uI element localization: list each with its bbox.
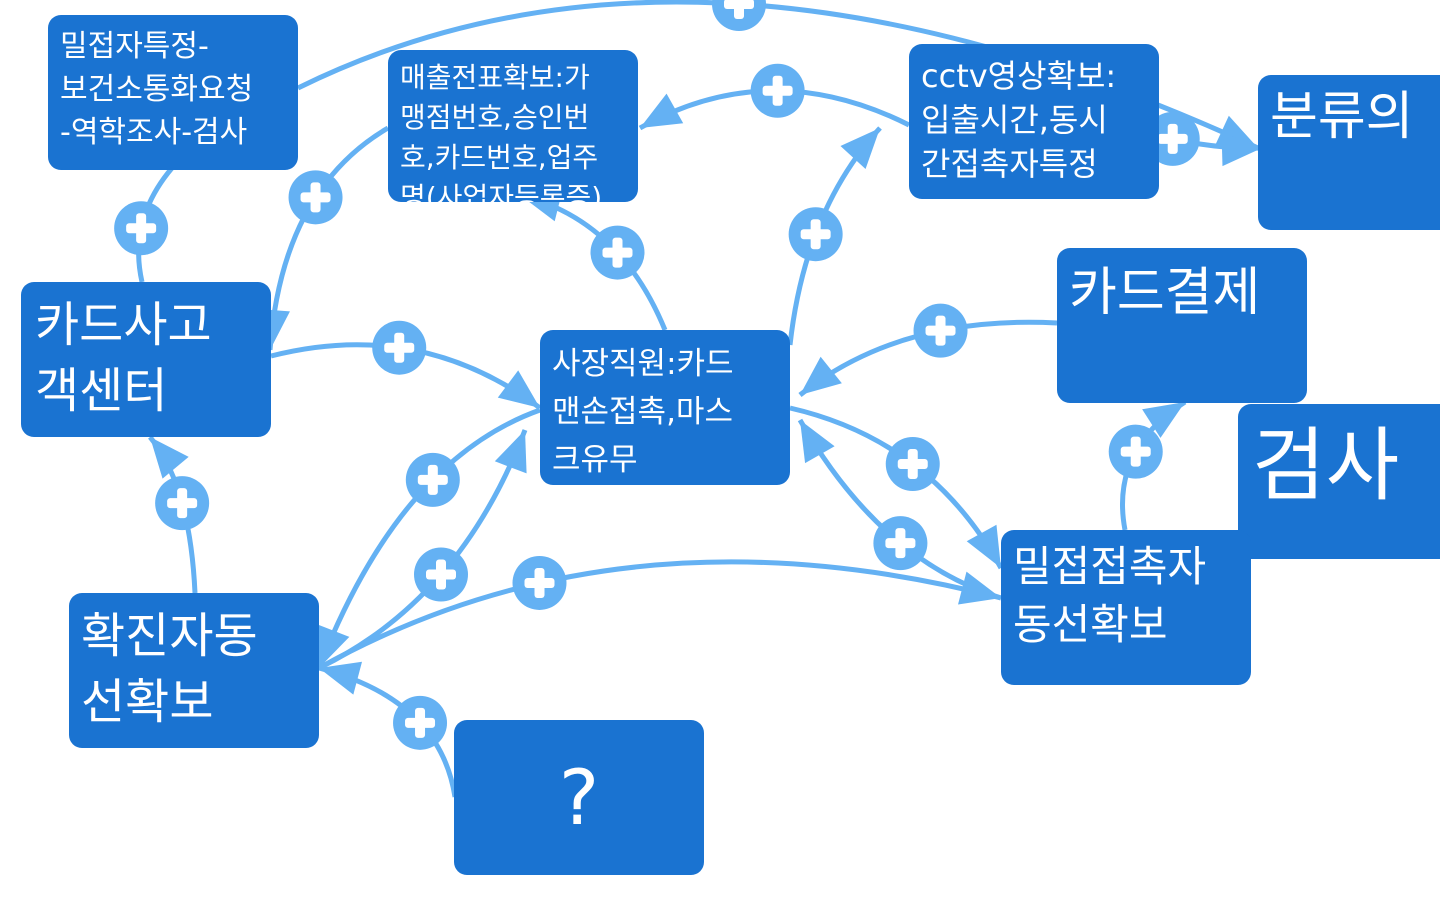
- arrow-head-icon: [1142, 402, 1185, 438]
- node-label: 카드사고 객센터: [35, 297, 212, 419]
- link-confirmed-to-card-center: [148, 435, 210, 594]
- plus-circle-icon[interactable]: [405, 452, 460, 507]
- node-question[interactable]: ?: [454, 720, 704, 875]
- plus-circle-icon[interactable]: [155, 476, 210, 531]
- link-owner-to-confirmed: [316, 407, 541, 669]
- plus-circle-icon[interactable]: [114, 201, 169, 256]
- node-label: 밀접자특정- 보건소통화요청 -역학조사-검사: [60, 29, 254, 150]
- plus-circle-icon[interactable]: [288, 170, 343, 225]
- arrow-head-icon: [497, 370, 540, 408]
- plus-circle-icon[interactable]: [1145, 111, 1200, 166]
- node-label: 분류의: [1270, 87, 1414, 147]
- node-classification[interactable]: 분류의: [1258, 75, 1440, 230]
- arrow-head-icon: [640, 93, 684, 128]
- link-owner-to-contact-route: [789, 405, 1004, 570]
- link-curve: [316, 407, 541, 669]
- plus-circle-icon[interactable]: [750, 63, 805, 118]
- plus-circle-icon[interactable]: [372, 320, 427, 375]
- link-card-center-to-close-contact: [114, 166, 174, 283]
- node-inspection[interactable]: 검사: [1238, 404, 1440, 559]
- arrow-head-icon: [150, 437, 189, 479]
- plus-circle-icon[interactable]: [885, 437, 940, 491]
- arrow-head-icon: [800, 356, 842, 395]
- link-cctv-to-sales-slip: [638, 63, 911, 131]
- link-owner-to-sales-slip: [519, 188, 668, 331]
- link-question-to-confirmed: [318, 661, 458, 798]
- plus-circle-icon[interactable]: [913, 303, 968, 358]
- node-label: cctv영상확보: 입출시간,동시 간접촉자특정: [921, 57, 1117, 183]
- node-cctv[interactable]: cctv영상확보: 입출시간,동시 간접촉자특정: [909, 44, 1159, 199]
- arrow-head-icon: [966, 524, 1001, 568]
- link-card-payment-to-owner: [798, 303, 1058, 397]
- node-owner-staff[interactable]: 사장직원:카드 맨손접촉,마스 크유무: [540, 330, 790, 485]
- node-label: ?: [558, 752, 600, 842]
- link-card-center-to-owner: [270, 320, 542, 411]
- plus-circle-icon[interactable]: [1108, 424, 1163, 479]
- link-confirmed-to-owner: [317, 429, 528, 671]
- node-label: 밀접접촉자 동선확보: [1013, 542, 1207, 649]
- link-contact-route-to-card-payment: [1108, 399, 1187, 531]
- plus-circle-icon[interactable]: [393, 695, 448, 750]
- link-curve: [317, 559, 1002, 671]
- node-label: 카드결제: [1069, 263, 1261, 323]
- node-confirmed-patient-route[interactable]: 확진자동 선확보: [69, 593, 319, 748]
- link-confirmed-to-contact-route: [317, 555, 1002, 671]
- arrow-head-icon: [494, 430, 527, 474]
- plus-circle-icon[interactable]: [512, 555, 567, 610]
- plus-circle-icon[interactable]: [590, 225, 645, 280]
- plus-circle-icon[interactable]: [788, 207, 843, 262]
- plus-circle-icon[interactable]: [414, 547, 468, 602]
- arrow-head-icon: [1221, 132, 1262, 167]
- arrow-head-icon: [800, 420, 835, 464]
- arrow-head-icon: [317, 624, 350, 668]
- arrow-head-icon: [840, 128, 880, 169]
- link-cctv-to-classification: [1109, 111, 1263, 167]
- node-label: 매출전표확보:가 맹점번호,승인번 호,카드번호,업주 명(사업자등록증): [400, 61, 603, 202]
- node-card-payment[interactable]: 카드결제: [1057, 248, 1307, 403]
- node-sales-slip[interactable]: 매출전표확보:가 맹점번호,승인번 호,카드번호,업주 명(사업자등록증): [388, 50, 638, 202]
- node-close-contact-identification[interactable]: 밀접자특정- 보건소통화요청 -역학조사-검사: [48, 15, 298, 170]
- arrow-head-icon: [319, 661, 363, 695]
- node-close-contact-route[interactable]: 밀접접촉자 동선확보: [1001, 530, 1251, 685]
- node-label: 검사: [1252, 419, 1400, 512]
- arrow-head-icon: [958, 571, 1001, 605]
- plus-circle-icon[interactable]: [712, 0, 766, 31]
- node-label: 확진자동 선확보: [81, 608, 258, 730]
- plus-circle-icon[interactable]: [873, 516, 928, 571]
- node-card-center[interactable]: 카드사고 객센터: [21, 282, 271, 437]
- link-owner-to-cctv: [787, 126, 882, 346]
- node-label: 사장직원:카드 맨손접촉,마스 크유무: [552, 346, 734, 478]
